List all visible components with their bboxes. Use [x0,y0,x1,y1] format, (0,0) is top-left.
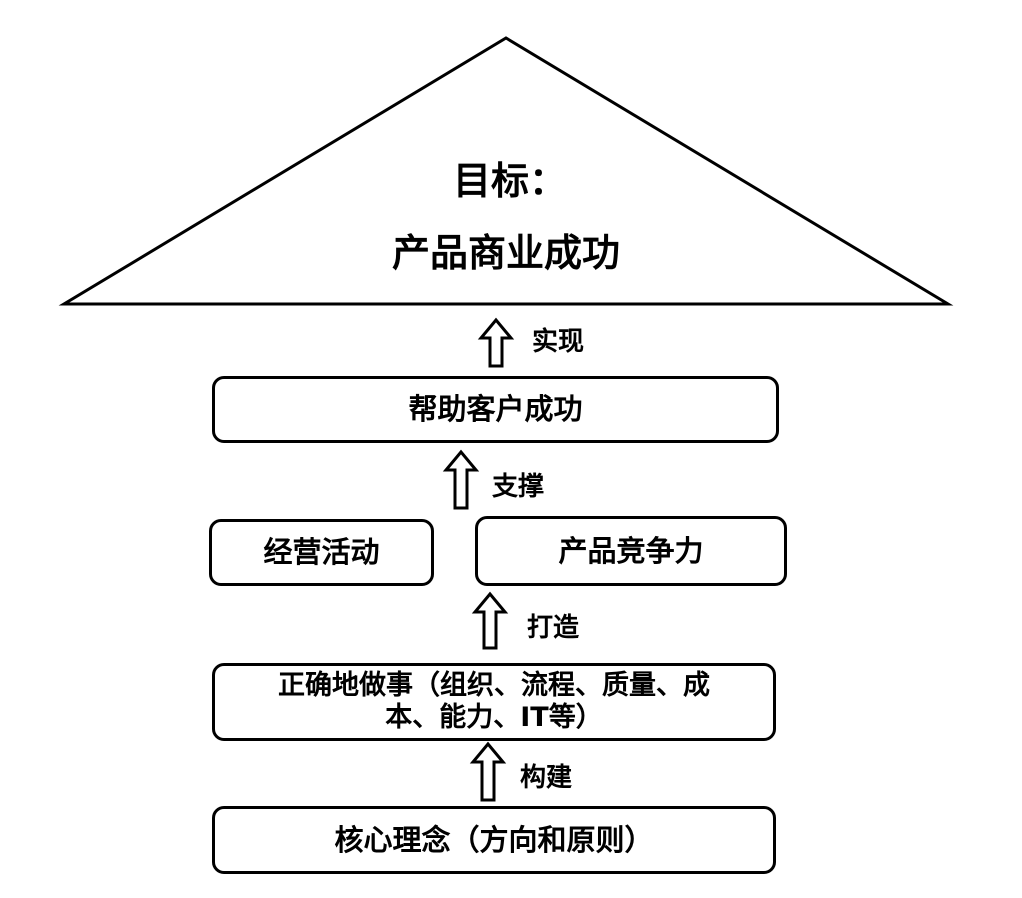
do-right-text-line1: 正确地做事（组织、流程、质量、成 [278,669,710,701]
help-customer-text: 帮助客户成功 [408,392,583,427]
build-label: 打造 [527,613,580,643]
competitiveness-box: 产品竞争力 [475,516,787,586]
build-up-arrow-icon [471,591,509,650]
goal-title: 目标： [452,159,567,203]
do-right-text: 正确地做事（组织、流程、质量、成 本、能力、IT等） [278,670,710,735]
competitiveness-text: 产品竞争力 [558,533,704,568]
operations-box: 经营活动 [209,519,434,586]
core-concept-box: 核心理念（方向和原则） [212,806,776,874]
operations-text: 经营活动 [263,535,380,570]
support-label: 支撑 [492,472,545,502]
realize-up-arrow-icon [477,317,515,368]
realize-label: 实现 [532,327,585,357]
goal-triangle [58,36,954,306]
do-right-box: 正确地做事（组织、流程、质量、成 本、能力、IT等） [212,663,776,741]
goal-subtitle: 产品商业成功 [391,231,620,275]
construct-label: 构建 [520,763,573,793]
core-concept-text: 核心理念（方向和原则） [334,822,654,857]
help-customer-box: 帮助客户成功 [212,376,779,443]
support-up-arrow-icon [442,449,480,510]
construct-up-arrow-icon [469,741,507,802]
do-right-text-line2: 本、能力、IT等） [385,702,603,733]
